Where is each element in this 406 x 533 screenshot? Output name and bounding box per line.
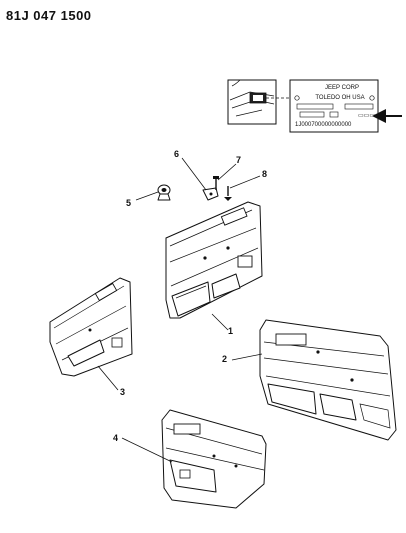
leader-5 (135, 191, 159, 201)
part-8-fastener (224, 186, 232, 201)
plate-line-2: TOLEDO OH USA (315, 95, 364, 101)
part-1-front-door-trim-panel (165, 201, 263, 319)
callout-1: 1 (228, 326, 233, 336)
part-7-screw (213, 176, 219, 190)
callout-3: 3 (120, 387, 125, 397)
part-2-front-door-trim-panel-right (259, 319, 397, 441)
plate-rivet-left (294, 95, 300, 101)
part-3-rear-door-trim-panel-left (49, 277, 133, 377)
leader-8 (229, 175, 261, 189)
leader-6 (181, 157, 207, 191)
leader-7 (217, 163, 237, 181)
leader-2 (231, 353, 263, 361)
callout-2: 2 (222, 354, 227, 364)
leader-3 (97, 365, 119, 391)
callout-5: 5 (126, 198, 131, 208)
part-6-bracket (202, 187, 219, 201)
part-5-clip (157, 184, 171, 201)
vin-plate: JEEP CORP TOLEDO OH USA ▭▭▭ 1J0007000000… (289, 79, 379, 133)
callout-8: 8 (262, 169, 267, 179)
plate-rivet-right (369, 95, 375, 101)
vin-location-inset (227, 79, 277, 125)
callout-7: 7 (236, 155, 241, 165)
plate-serial: 1J000700000000000 (295, 122, 352, 128)
diagram-reference-number: 81J 047 1500 (6, 8, 92, 23)
callout-4: 4 (113, 433, 118, 443)
plate-line-1: JEEP CORP (325, 85, 359, 91)
leader-4 (121, 437, 173, 463)
callout-6: 6 (174, 149, 179, 159)
part-4-rear-door-trim-panel-right (161, 409, 267, 509)
plate-small-marks: ▭▭▭ (358, 113, 375, 119)
leader-1 (211, 313, 229, 331)
